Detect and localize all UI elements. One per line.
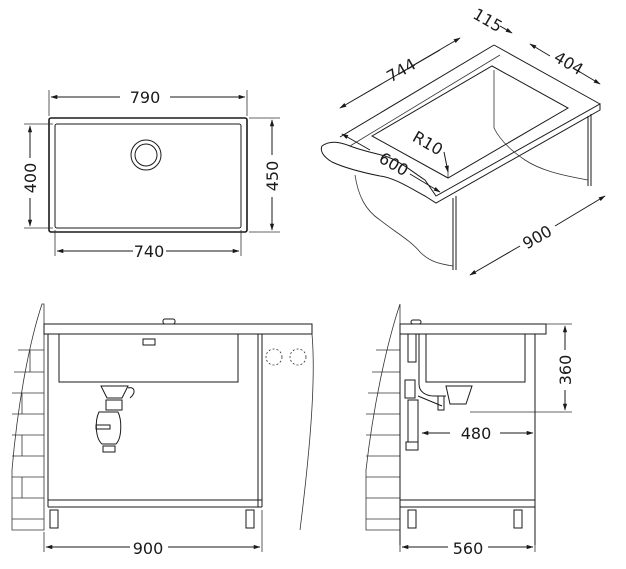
tap-hole: [162, 318, 176, 325]
overflow: [142, 338, 156, 346]
cabinet-left-cut: [354, 174, 454, 267]
side-leg-left: [407, 509, 417, 529]
dim-cabinet-width-iso: 900: [519, 221, 555, 253]
side-view: 360 480 560: [365, 303, 575, 558]
sink-outer-rim: [48, 117, 248, 233]
worktop: [320, 103, 601, 204]
dim-overall-width: 790: [130, 88, 161, 107]
sink-bowl-front: [58, 334, 239, 383]
dim-bowl-width: 740: [134, 242, 165, 261]
cabinet-leg-right: [245, 509, 255, 529]
dim-drain-offset: 480: [461, 424, 492, 443]
sink-bowl-side: [425, 334, 526, 383]
worktop-front: [43, 323, 313, 335]
top-view: 790 740 400 450: [21, 88, 282, 261]
dim-corner-radius: R10: [409, 127, 446, 159]
sink-cutout: [370, 65, 570, 179]
side-leg-right: [513, 509, 523, 529]
pipe-outlet-2: [289, 348, 307, 366]
dim-overall-depth: 450: [263, 161, 282, 192]
dim-cabinet-depth: 560: [453, 539, 484, 558]
drain-inner-ring: [134, 143, 158, 167]
worktop-side: [399, 323, 547, 335]
sink-bowl: [54, 123, 242, 229]
wall-side: [365, 303, 401, 531]
drain-trap: [95, 385, 135, 453]
dim-worktop-depth: 600: [376, 148, 412, 180]
isometric-view: 744 115 404 R10 600 900: [320, 4, 606, 276]
cabinet-back-cut: [493, 127, 589, 181]
dim-bowl-depth: 400: [21, 163, 40, 194]
dim-cutout-length: 744: [383, 54, 419, 86]
dim-bowl-height: 360: [556, 355, 575, 386]
front-view: 900: [11, 303, 314, 558]
dim-offset: 115: [470, 4, 506, 36]
drain-outer-ring: [130, 139, 162, 171]
dim-cutout-width: 404: [551, 47, 587, 79]
wall: [11, 303, 45, 531]
side-plumbing: [404, 333, 473, 451]
waste-button: [410, 319, 422, 325]
pipe-outlet-1: [265, 348, 283, 366]
dim-cabinet-width-front: 900: [133, 539, 164, 558]
cabinet-leg-left: [49, 509, 59, 529]
